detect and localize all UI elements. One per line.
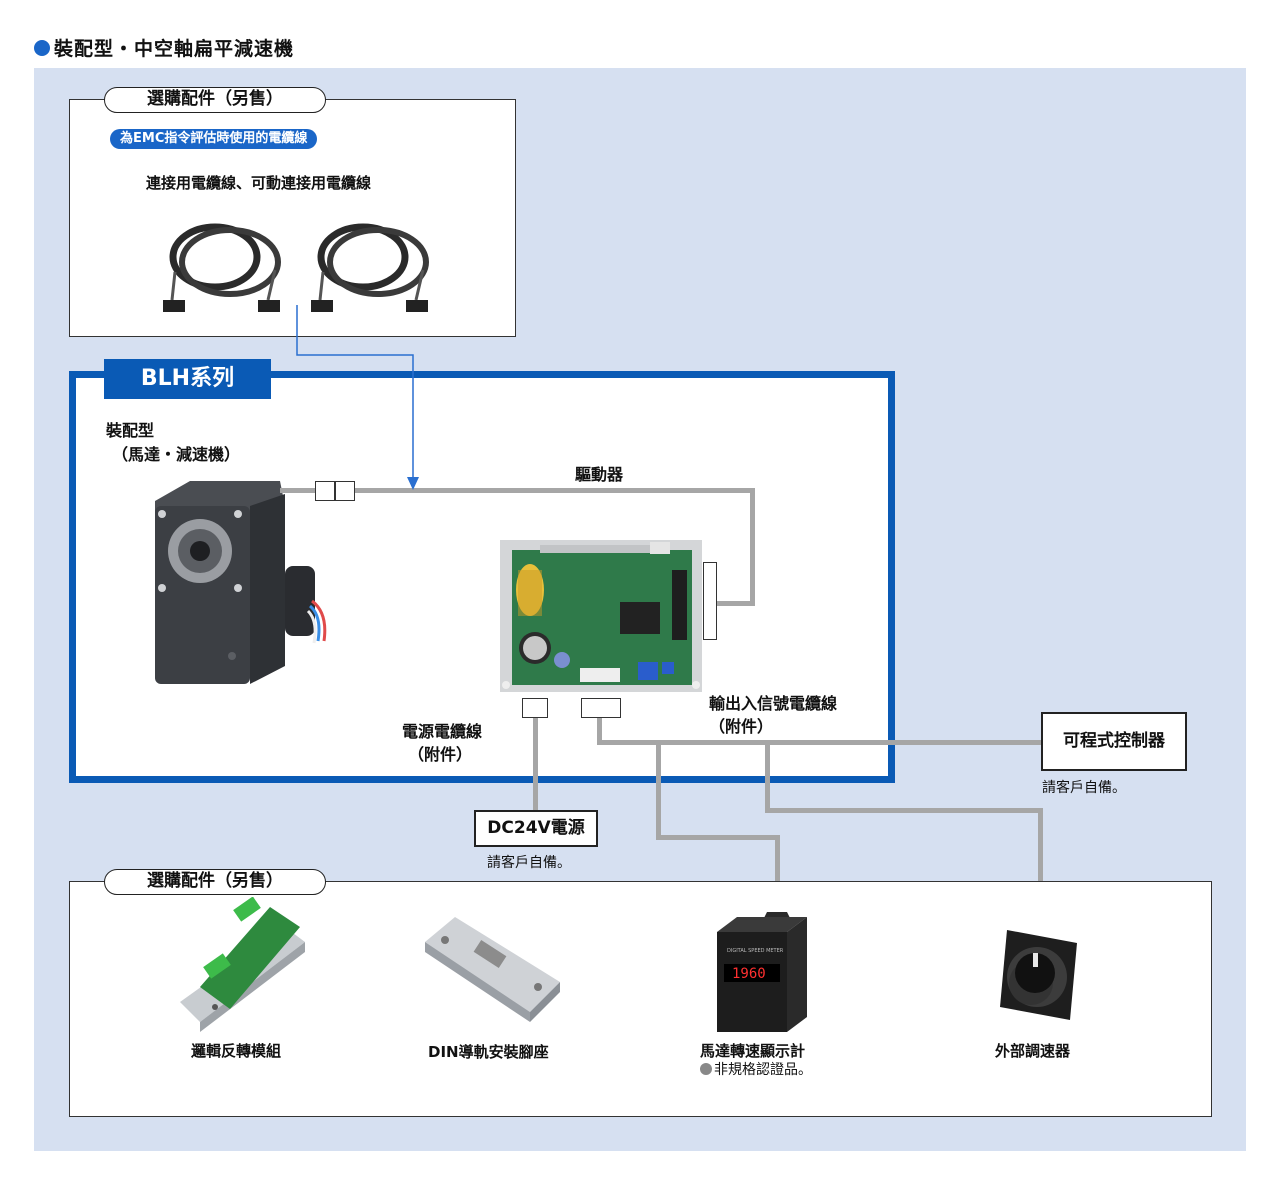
bottom-accessories-pill: 選購配件（另售） [104, 869, 326, 895]
arrow-down-icon [407, 477, 419, 490]
io-wire-speed-horizontal [765, 808, 1043, 813]
speed-meter-note: 非規格認證品。 [700, 1059, 812, 1079]
io-connector [581, 698, 621, 718]
emc-badge: 為EMC指令評估時使用的電纜線 [110, 129, 318, 149]
motor-connector-divider [334, 481, 336, 501]
io-wire-meter-down [775, 835, 780, 923]
cable-2-icon [311, 223, 429, 312]
motor-label: 裝配型 [106, 421, 155, 440]
io-wire-down [597, 718, 602, 745]
cable-label: 連接用電纜線、可動連接用電纜線 [146, 174, 372, 192]
io-cable-sublabel: （附件） [709, 717, 774, 736]
power-wire [533, 718, 538, 810]
gearmotor-icon [155, 481, 327, 684]
power-note: 請客戶自備。 [487, 855, 571, 871]
motor-wire [355, 488, 755, 493]
dc24v-power-box: DC24V電源 [474, 810, 598, 847]
din-rail-mount-label: DIN導軌安裝腳座 [428, 1043, 549, 1061]
speed-meter-icon: DIGITAL SPEED METER 1960 [717, 912, 807, 1032]
motor-wire-left [280, 488, 315, 493]
bullet-icon [34, 40, 50, 56]
motor-wire-to-driver [716, 601, 755, 606]
emc-cable-line [296, 305, 419, 490]
io-wire-branch-speed [765, 745, 770, 813]
cable-1-icon [163, 223, 281, 312]
blh-series-tab: BLH系列 [104, 359, 271, 399]
page-title: 裝配型・中空軸扁平減速機 [34, 34, 294, 61]
driver-board-icon [500, 540, 702, 692]
power-connector [522, 698, 548, 718]
bullet-icon [700, 1063, 712, 1075]
io-wire-meter-horizontal [656, 835, 780, 840]
io-wire-branch-meter [656, 745, 661, 840]
io-cable-label: 輸出入信號電纜線 [709, 694, 838, 713]
meter-brand-text: DIGITAL SPEED METER [727, 948, 784, 954]
driver-label: 驅動器 [575, 465, 624, 484]
driver-side-connector [703, 562, 717, 640]
power-cable-label: 電源電纜線 [402, 722, 483, 741]
logic-module-icon [180, 897, 305, 1032]
plc-box: 可程式控制器 [1041, 712, 1187, 771]
power-cable-sublabel: （附件） [408, 745, 473, 764]
meter-reading: 1960 [732, 966, 766, 982]
plc-note: 請客戶自備。 [1042, 780, 1126, 796]
motor-wire-down [750, 488, 755, 606]
top-accessories-pill: 選購配件（另售） [104, 87, 326, 113]
speed-potentiometer-label: 外部調速器 [995, 1042, 1071, 1060]
cable-illustration [163, 223, 429, 312]
logic-module-label: 邏輯反轉模組 [191, 1042, 282, 1060]
motor-sublabel: （馬達・減速機） [112, 445, 241, 464]
din-rail-mount-icon [425, 917, 560, 1022]
speed-meter-label: 馬達轉速顯示計 [700, 1042, 806, 1060]
io-wire-speed-down [1038, 808, 1043, 946]
speed-potentiometer-icon [1000, 930, 1077, 1020]
io-wire-to-plc [597, 740, 1043, 745]
